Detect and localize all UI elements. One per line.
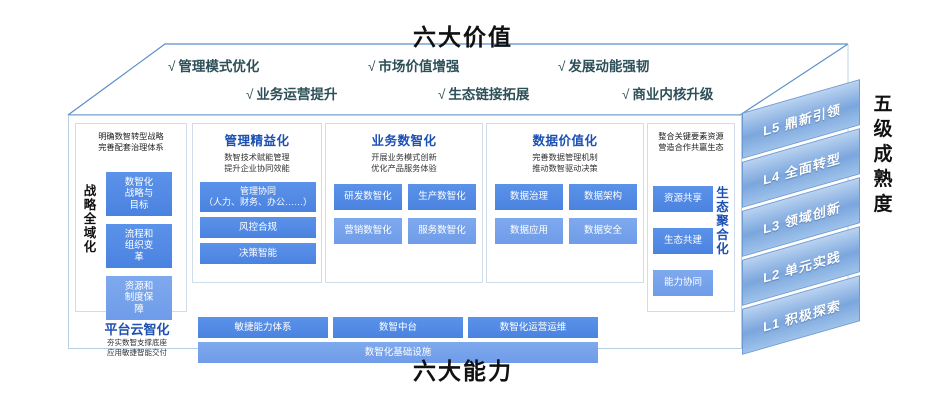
column-business-title: 业务数智化	[371, 134, 437, 148]
management-item-1[interactable]: 管理协同 （人力、财务、办公……）	[200, 182, 316, 212]
check-icon: √	[368, 59, 376, 74]
strategy-item-1[interactable]: 数智化 战略与 目标	[106, 172, 172, 216]
values-row-1: √管理模式优化 √市场价值增强 √发展动能强韧	[150, 55, 730, 81]
ecology-item-2[interactable]: 生态共建	[653, 228, 713, 254]
data-item-4[interactable]: 数据安全	[569, 218, 637, 244]
ecology-item-3[interactable]: 能力协同	[653, 270, 713, 296]
business-item-2[interactable]: 生产数智化	[408, 184, 476, 210]
value-item-3: √发展动能强韧	[558, 55, 649, 75]
column-management-title: 管理精益化	[224, 134, 290, 148]
management-item-3[interactable]: 决策智能	[200, 243, 316, 264]
column-data-title: 数据价值化	[532, 134, 598, 148]
check-icon: √	[558, 59, 566, 74]
value-item-5-label: 生态链接拓展	[448, 87, 530, 102]
capabilities-panel: 明确数智转型战略 完善配套治理体系 战略全域化 数智化 战略与 目标 流程和 组…	[68, 115, 742, 363]
platform-item-1[interactable]: 敏捷能力体系	[198, 317, 328, 338]
column-ecology: 整合关键要素资源 营造合作共赢生态 生态聚合化 资源共享 生态共建 能力协同	[647, 123, 735, 312]
platform-subtitle: 夯实数智支撑底座 应用敏捷智能交付	[107, 338, 167, 357]
business-item-3[interactable]: 营销数智化	[334, 218, 402, 244]
platform-band: 平台云智化 夯实数智支撑底座 应用敏捷智能交付 敏捷能力体系 数智中台 数智化运…	[75, 316, 735, 371]
data-item-3[interactable]: 数据应用	[495, 218, 563, 244]
business-item-1[interactable]: 研发数智化	[334, 184, 402, 210]
maturity-ladder: L5 鼎新引领 L4 全面转型 L3 领域创新 L2 单元实践 L1 积极探索	[742, 79, 862, 355]
platform-item-2[interactable]: 数智中台	[333, 317, 463, 338]
column-strategy: 明确数智转型战略 完善配套治理体系 战略全域化 数智化 战略与 目标 流程和 组…	[75, 123, 187, 320]
value-item-3-label: 发展动能强韧	[568, 59, 650, 74]
check-icon: √	[246, 87, 254, 102]
maturity-side-label: 五级成熟度	[873, 94, 893, 215]
platform-item-3[interactable]: 数智化运营运维	[468, 317, 598, 338]
value-item-6: √商业内核升级	[622, 83, 713, 103]
column-strategy-desc: 明确数智转型战略 完善配套治理体系	[98, 132, 164, 152]
value-item-2-label: 市场价值增强	[378, 59, 460, 74]
platform-title: 平台云智化	[104, 322, 170, 337]
data-item-1[interactable]: 数据治理	[495, 184, 563, 210]
column-data: 数据价值化 完善数据管理机制 推动数智驱动决策 数据治理 数据架构 数据应用 数…	[486, 123, 644, 283]
column-management: 管理精益化 数智技术赋能管理 提升企业协同效能 管理协同 （人力、财务、办公………	[192, 123, 322, 283]
business-item-4[interactable]: 服务数智化	[408, 218, 476, 244]
value-item-1: √管理模式优化	[168, 55, 259, 75]
management-item-2[interactable]: 风控合规	[200, 217, 316, 238]
strategy-item-3[interactable]: 资源和 制度保 障	[106, 276, 172, 320]
value-item-4: √业务运营提升	[246, 83, 337, 103]
ecology-item-1[interactable]: 资源共享	[653, 186, 713, 212]
check-icon: √	[622, 87, 630, 102]
data-item-2[interactable]: 数据架构	[569, 184, 637, 210]
column-ecology-vertical-label: 生态聚合化	[716, 186, 729, 256]
value-item-5: √生态链接拓展	[438, 83, 529, 103]
value-item-1-label: 管理模式优化	[178, 59, 260, 74]
column-business-subtitle: 开展业务模式创新 优化产品服务体验	[371, 153, 437, 173]
value-item-4-label: 业务运营提升	[256, 87, 338, 102]
column-data-subtitle: 完善数据管理机制 推动数智驱动决策	[532, 153, 598, 173]
column-business: 业务数智化 开展业务模式创新 优化产品服务体验 研发数智化 生产数智化 营销数智…	[325, 123, 483, 283]
values-group: √管理模式优化 √市场价值增强 √发展动能强韧 √业务运营提升 √生态链接拓展 …	[150, 55, 730, 110]
check-icon: √	[438, 87, 446, 102]
value-item-6-label: 商业内核升级	[632, 87, 714, 102]
strategy-item-2[interactable]: 流程和 组织变 革	[106, 224, 172, 268]
value-item-2: √市场价值增强	[368, 55, 459, 75]
platform-infrastructure-item[interactable]: 数智化基础设施	[198, 342, 598, 363]
check-icon: √	[168, 59, 176, 74]
column-management-subtitle: 数智技术赋能管理 提升企业协同效能	[224, 153, 290, 173]
page-title-top: 六大价值	[413, 24, 513, 50]
values-row-2: √业务运营提升 √生态链接拓展 √商业内核升级	[150, 83, 730, 109]
page-title-bottom: 六大能力	[413, 358, 513, 384]
column-ecology-desc: 整合关键要素资源 营造合作共赢生态	[658, 132, 724, 152]
column-strategy-vertical-label: 战略全域化	[83, 184, 97, 254]
